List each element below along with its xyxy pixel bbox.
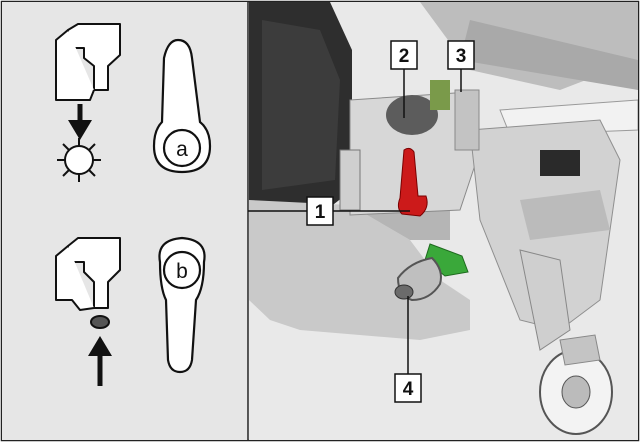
coupling-pin-icon bbox=[90, 315, 110, 329]
callout-1: 1 bbox=[306, 196, 334, 226]
instruction-panel: a b bbox=[2, 2, 249, 440]
svg-text:1: 1 bbox=[315, 202, 326, 223]
callout-2: 2 bbox=[390, 40, 418, 70]
svg-text:2: 2 bbox=[399, 46, 410, 67]
red-lever bbox=[397, 147, 428, 217]
lever-a-icon bbox=[152, 38, 212, 174]
arrow-up-icon bbox=[88, 336, 112, 386]
lever-b-icon bbox=[158, 236, 206, 374]
callout-3: 3 bbox=[447, 40, 475, 70]
svg-text:4: 4 bbox=[403, 379, 414, 400]
connector-disengage-icon bbox=[55, 23, 121, 101]
lever-a-letter: a bbox=[176, 138, 188, 161]
lever-b-letter: b bbox=[176, 260, 188, 283]
coupling-star-icon bbox=[57, 138, 101, 182]
instruction-panel-bg bbox=[2, 2, 248, 440]
svg-text:3: 3 bbox=[456, 46, 467, 67]
arrow-down-icon bbox=[68, 104, 92, 140]
connector-engage-icon bbox=[55, 237, 121, 311]
callout-4: 4 bbox=[394, 373, 422, 403]
